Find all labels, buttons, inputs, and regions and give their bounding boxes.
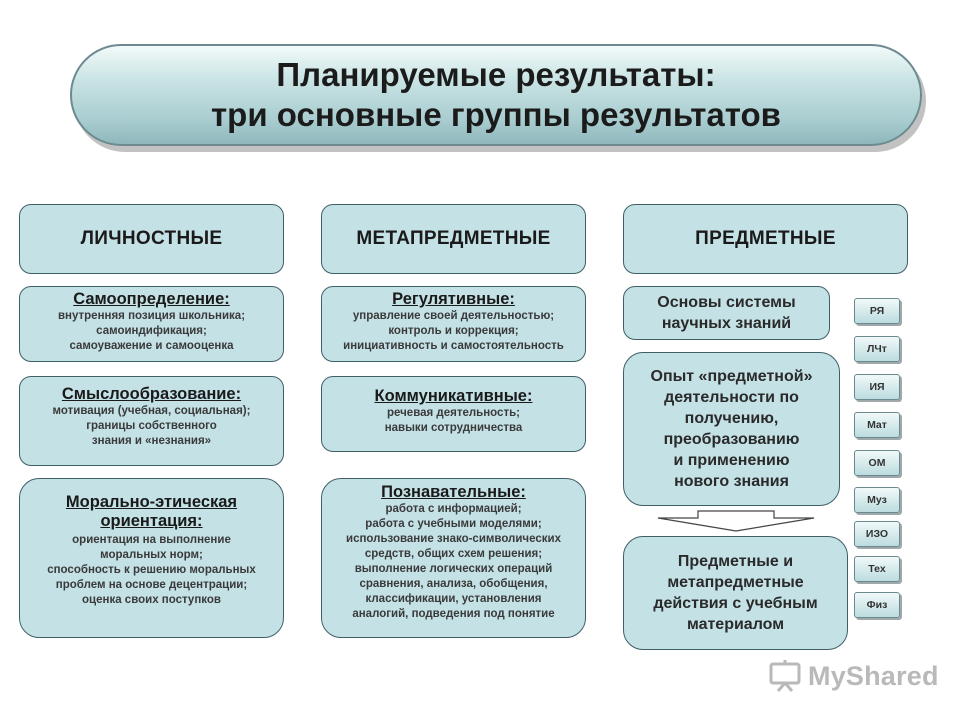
box-communicative: Коммуникативные: речевая деятельность; н… xyxy=(321,376,586,452)
box-line: и применению xyxy=(673,452,790,469)
box-line: преобразованию xyxy=(663,431,800,448)
box-line: материалом xyxy=(686,616,785,633)
box-title: Смыслообразование: xyxy=(61,385,242,403)
subject-chip: Тех xyxy=(854,556,900,582)
box-line: внутренняя позиция школьника; xyxy=(57,310,246,322)
box-subject-experience: Опыт «предметной» деятельности по получе… xyxy=(623,352,840,506)
subject-chip: ИЗО xyxy=(854,521,900,547)
box-title: Коммуникативные: xyxy=(374,387,533,405)
box-line: использование знако-символических xyxy=(346,533,561,545)
box-line: самоиндификация; xyxy=(96,325,207,337)
subject-chip: Муз xyxy=(854,487,900,513)
box-title: Самоопределение: xyxy=(73,290,230,308)
box-line: Основы системы xyxy=(657,294,796,311)
box-line: действия с учебным xyxy=(653,595,818,612)
subject-chip: Мат xyxy=(854,412,900,438)
box-line: проблем на основе децентрации; xyxy=(55,579,248,591)
down-arrow-icon xyxy=(657,510,815,532)
subject-chip: ЛЧт xyxy=(854,336,900,362)
title-line-1: Планируемые результаты: xyxy=(276,56,716,93)
header-meta-label: МЕТАПРЕДМЕТНЫЕ xyxy=(356,228,551,249)
box-line: Предметные и xyxy=(677,553,794,570)
subject-chip: ИЯ xyxy=(854,374,900,400)
box-line: классификации, установления xyxy=(365,593,542,605)
box-line: моральных норм; xyxy=(100,549,203,561)
box-line: инициативность и самостоятельность xyxy=(343,340,564,352)
subject-chip: ОМ xyxy=(854,450,900,476)
box-line: нового знания xyxy=(674,473,789,490)
subject-chip: РЯ xyxy=(854,298,900,324)
box-line: контроль и коррекция; xyxy=(388,325,519,337)
box-line: знания и «незнания» xyxy=(91,435,212,447)
box-line: работа с информацией; xyxy=(385,503,522,515)
subject-chip: Физ xyxy=(854,592,900,618)
header-meta: МЕТАПРЕДМЕТНЫЕ xyxy=(321,204,586,274)
box-line: мотивация (учебная, социальная); xyxy=(52,405,251,417)
box-moral-ethical: Морально-этическая ориентация: ориентаци… xyxy=(19,478,284,638)
box-science-foundations: Основы системы научных знаний xyxy=(623,286,830,340)
box-line: работа с учебными моделями; xyxy=(365,518,542,530)
box-line: речевая деятельность; xyxy=(387,407,520,419)
header-subject: ПРЕДМЕТНЫЕ xyxy=(623,204,908,274)
watermark-text: MyShared xyxy=(808,660,939,691)
box-subject-actions: Предметные и метапредметные действия с у… xyxy=(623,536,848,650)
box-cognitive: Познавательные: работа с информацией; ра… xyxy=(321,478,586,638)
box-line: границы собственного xyxy=(86,420,217,432)
box-line: научных знаний xyxy=(661,315,792,332)
box-title: Морально-этическая xyxy=(65,493,238,511)
box-line: Опыт «предметной» xyxy=(650,368,813,385)
box-meaning-formation: Смыслообразование: мотивация (учебная, с… xyxy=(19,376,284,466)
box-line: выполнение логических операций xyxy=(354,563,553,575)
box-line: самоуважение и самооценка xyxy=(69,340,234,352)
box-line: аналогий, подведения под понятие xyxy=(352,608,555,620)
box-title: Регулятивные: xyxy=(392,290,515,308)
presentation-icon xyxy=(769,660,801,692)
box-line: средств, общих схем решения; xyxy=(364,548,543,560)
box-line: получению, xyxy=(684,410,779,427)
box-line: метапредметные xyxy=(667,574,804,591)
header-personal: ЛИЧНОСТНЫЕ xyxy=(19,204,284,274)
header-personal-label: ЛИЧНОСТНЫЕ xyxy=(80,228,223,249)
box-title: Познавательные: xyxy=(381,483,526,501)
box-self-determination: Самоопределение: внутренняя позиция школ… xyxy=(19,286,284,362)
box-line: оценка своих поступков xyxy=(82,594,221,606)
box-line: управление своей деятельностью; xyxy=(352,310,555,322)
box-title: ориентация: xyxy=(100,512,203,530)
watermark-logo: MyShared xyxy=(768,656,939,696)
header-subject-label: ПРЕДМЕТНЫЕ xyxy=(695,228,836,249)
box-line: способность к решению моральных xyxy=(47,564,256,576)
box-line: сравнения, анализа, обобщения, xyxy=(359,578,548,590)
box-regulatory: Регулятивные: управление своей деятельно… xyxy=(321,286,586,362)
box-line: деятельности по xyxy=(664,389,799,406)
box-line: навыки сотрудничества xyxy=(384,422,523,434)
title-banner: Планируемые результаты: три основные гру… xyxy=(70,44,922,146)
title-line-2: три основные группы результатов xyxy=(211,96,781,133)
box-line: ориентация на выполнение xyxy=(72,534,231,546)
